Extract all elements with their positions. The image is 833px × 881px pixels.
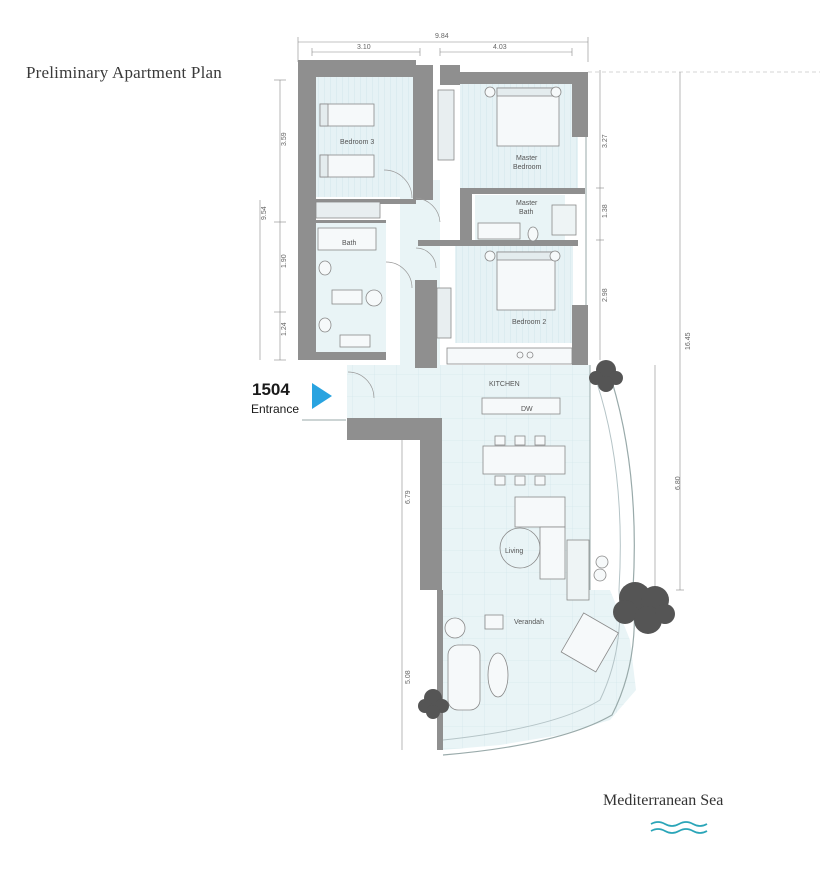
- wall-bed2-right: [572, 305, 588, 365]
- plant-right: [613, 582, 675, 634]
- plant-top: [589, 360, 623, 392]
- dim-master-depth: 3.27: [602, 134, 609, 148]
- kitchen-counter: [446, 347, 573, 365]
- label-dw: DW: [521, 406, 533, 413]
- living-floor: [347, 365, 590, 590]
- wall-right-master: [572, 72, 588, 137]
- plants: [418, 360, 675, 719]
- wall-top-left: [298, 60, 416, 77]
- unit-number: 1504: [252, 380, 290, 399]
- dim-left-width: 3.10: [357, 44, 371, 51]
- label-living: Living: [505, 548, 523, 555]
- wall-verandah-left: [437, 590, 443, 750]
- balcony-railing-inner: [442, 379, 621, 741]
- label-bath: Bath: [342, 240, 357, 247]
- doors: [347, 169, 441, 399]
- label-verandah: Verandah: [514, 619, 544, 626]
- dim-right-total: 16.45: [685, 332, 692, 350]
- dim-right-width: 4.03: [493, 44, 507, 51]
- wall-top-main: [440, 72, 588, 84]
- master-bath-vanity: [477, 222, 521, 240]
- coffee-table: [499, 527, 541, 569]
- label-kitchen: KITCHEN: [489, 381, 520, 388]
- walls: [298, 60, 588, 750]
- wall-bottom-left: [298, 352, 386, 360]
- dimension-lines: [259, 37, 684, 750]
- label-bedroom3: Bedroom 3: [340, 139, 374, 146]
- dim-total-width: 9.84: [435, 33, 449, 40]
- label-master-1: Master: [516, 155, 538, 162]
- dim-left-bath: 1.90: [281, 254, 288, 268]
- dim-inner-living: 6.79: [405, 490, 412, 504]
- furniture: [315, 86, 619, 711]
- dim-verandah-depth: 5.08: [405, 670, 412, 684]
- dim-bed2-depth: 2.98: [602, 288, 609, 302]
- entrance-arrow: [312, 383, 332, 409]
- wall-left: [298, 60, 316, 360]
- bed3-wardrobe: [315, 201, 381, 219]
- balcony-railing-outer: [442, 374, 635, 756]
- master-bed: [496, 87, 560, 147]
- bedroom3-floor: [316, 77, 416, 197]
- dim-bath-depth: 1.38: [602, 204, 609, 218]
- wall-entrance-block: [347, 418, 442, 440]
- window-glazing: [302, 137, 591, 590]
- master-wardrobe: [437, 89, 455, 161]
- wall-bed3-right: [413, 65, 433, 200]
- wall-bed2-left: [415, 280, 437, 368]
- wall-bath-left: [460, 188, 472, 243]
- bedroom2-bed: [496, 251, 556, 311]
- label-master-2: Bedroom: [513, 164, 542, 171]
- page-title: Preliminary Apartment Plan: [26, 63, 222, 82]
- plant-left: [418, 689, 449, 719]
- lounger-a: [447, 644, 481, 711]
- sea-label: Mediterranean Sea: [603, 792, 724, 809]
- entrance-label: Entrance: [251, 402, 300, 416]
- kitchen-island: [481, 397, 561, 415]
- wall-divider: [316, 199, 416, 204]
- sofa: [514, 496, 566, 528]
- wall-bath-top: [316, 220, 386, 223]
- dim-left-total: 9.54: [261, 206, 268, 220]
- label-master-bath-2: Bath: [519, 209, 534, 216]
- label-master-bath-1: Master: [516, 200, 538, 207]
- lounger-b: [560, 612, 619, 673]
- dining-table: [482, 445, 566, 475]
- dim-left-bed3: 3.59: [281, 132, 288, 146]
- bath-tub: [317, 227, 377, 251]
- bedroom2-wardrobe: [436, 287, 452, 339]
- wall-mid-thin: [460, 188, 585, 194]
- dim-left-wc: 1.24: [281, 322, 288, 336]
- wall-living-left: [420, 418, 442, 590]
- wall-bed2-top: [418, 240, 578, 246]
- sea-waves-icon: [650, 821, 708, 834]
- dim-living-depth: 6.80: [675, 476, 682, 490]
- label-bedroom2: Bedroom 2: [512, 319, 546, 326]
